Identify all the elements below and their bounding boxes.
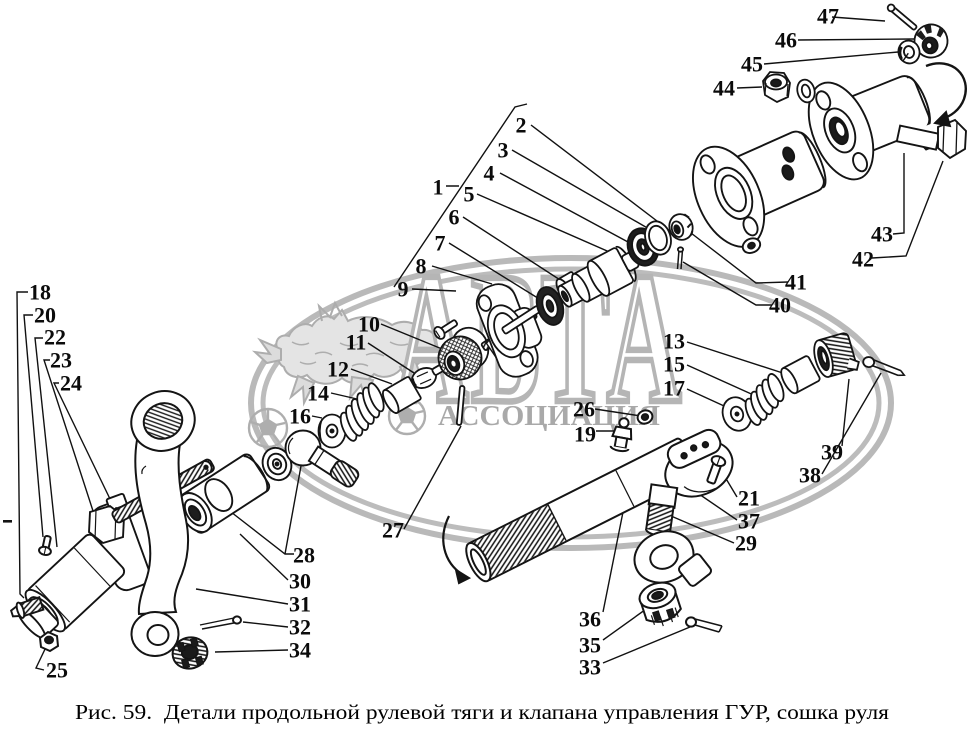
- svg-text:26: 26: [573, 397, 595, 422]
- svg-text:20: 20: [34, 303, 56, 328]
- svg-text:9: 9: [398, 277, 409, 302]
- svg-text:Рис. 59. Детали продольной ру: Рис. 59. Детали продольной рулевой тяги …: [75, 700, 889, 724]
- svg-text:31: 31: [289, 592, 311, 617]
- svg-text:27: 27: [382, 518, 404, 543]
- svg-text:6: 6: [449, 205, 460, 230]
- svg-text:47: 47: [817, 4, 839, 29]
- svg-text:18: 18: [29, 280, 51, 305]
- svg-text:33: 33: [579, 655, 601, 680]
- svg-text:41: 41: [785, 270, 807, 295]
- svg-text:45: 45: [741, 52, 763, 77]
- svg-text:34: 34: [289, 638, 311, 663]
- svg-text:40: 40: [769, 293, 791, 318]
- svg-text:24: 24: [60, 371, 82, 396]
- svg-text:5: 5: [464, 182, 475, 207]
- svg-text:22: 22: [44, 325, 66, 350]
- svg-text:42: 42: [852, 247, 874, 272]
- svg-text:36: 36: [579, 607, 601, 632]
- svg-text:43: 43: [871, 222, 893, 247]
- svg-text:23: 23: [50, 348, 72, 373]
- svg-text:1: 1: [433, 175, 444, 200]
- svg-text:19: 19: [574, 422, 596, 447]
- svg-text:46: 46: [775, 28, 797, 53]
- svg-text:14: 14: [307, 381, 329, 406]
- svg-text:13: 13: [663, 329, 685, 354]
- svg-text:4: 4: [484, 161, 495, 186]
- svg-text:38: 38: [799, 463, 821, 488]
- svg-text:37: 37: [738, 509, 760, 534]
- svg-text:2: 2: [516, 113, 527, 138]
- svg-text:7: 7: [435, 231, 446, 256]
- svg-text:16: 16: [289, 404, 311, 429]
- svg-text:28: 28: [293, 543, 315, 568]
- svg-text:25: 25: [46, 658, 68, 683]
- svg-text:15: 15: [663, 352, 685, 377]
- svg-text:21: 21: [738, 486, 760, 511]
- svg-text:44: 44: [713, 76, 735, 101]
- svg-text:39: 39: [821, 440, 843, 465]
- svg-text:12: 12: [327, 357, 349, 382]
- svg-text:17: 17: [663, 376, 685, 401]
- svg-text:35: 35: [579, 633, 601, 658]
- svg-text:32: 32: [289, 615, 311, 640]
- svg-text:10: 10: [358, 312, 380, 337]
- svg-text:3: 3: [498, 138, 509, 163]
- svg-text:11: 11: [346, 330, 367, 355]
- svg-text:8: 8: [416, 254, 427, 279]
- svg-text:29: 29: [735, 531, 757, 556]
- svg-text:30: 30: [289, 569, 311, 594]
